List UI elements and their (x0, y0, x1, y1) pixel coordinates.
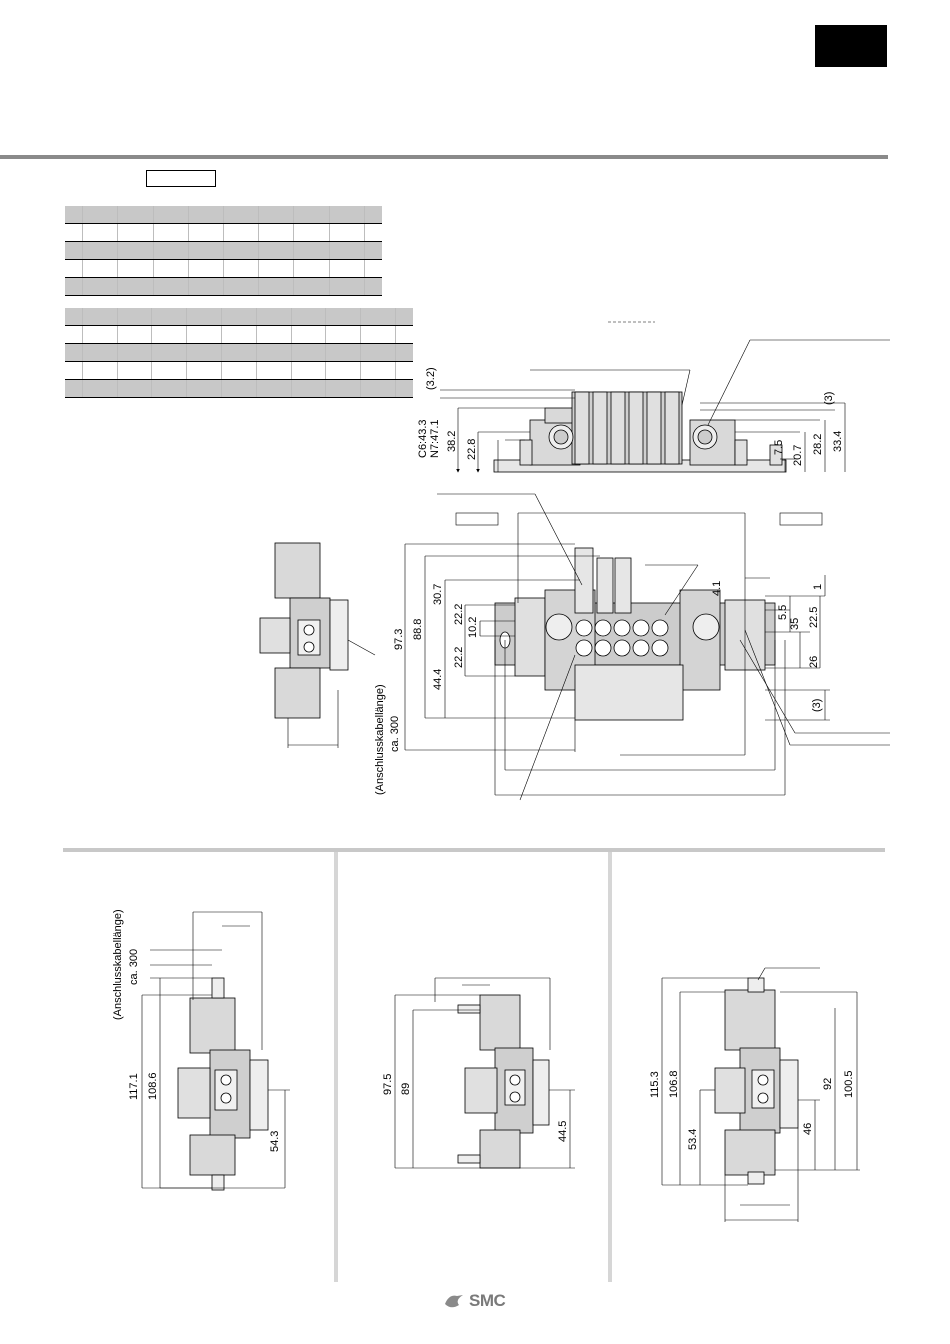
dimension-labels: (3.2) C6:43.3 N7:47.1 38.2 22.8 7.5 20.7… (112, 367, 855, 1152)
table-row (65, 206, 382, 224)
table-row (65, 361, 413, 380)
panel-2-drawing (457, 994, 550, 1169)
dim-label: N7:47.1 (429, 419, 441, 458)
panel-3-drawing (714, 977, 799, 1185)
dim-label: 100.5 (843, 1070, 855, 1098)
panel-divider-1 (334, 852, 338, 1282)
dim-label: 88.8 (412, 619, 424, 640)
smc-logo-text: SMC (469, 1291, 506, 1310)
smc-logo-icon (445, 1295, 463, 1308)
table-row (65, 325, 413, 344)
cable-length-value: ca. 300 (128, 949, 140, 985)
table-row (65, 259, 382, 278)
dim-label: 28.2 (812, 434, 824, 455)
dim-label: 30.7 (432, 584, 444, 605)
dim-label: 7.5 (773, 440, 785, 455)
cable-length-value: ca. 300 (389, 716, 401, 752)
side-view-small (259, 542, 349, 719)
dim-label: 53.4 (687, 1129, 699, 1150)
dim-label: (3) (823, 392, 835, 405)
section-divider (63, 848, 885, 852)
dim-label: 46 (802, 1123, 814, 1135)
top-elevation-view (493, 391, 787, 473)
dim-label: 106.8 (668, 1070, 680, 1098)
dim-label: 20.7 (792, 445, 804, 466)
plan-view (494, 547, 776, 721)
dim-label: 54.3 (269, 1131, 281, 1152)
table-row (65, 343, 413, 362)
cable-length-label: (Anschlusskabellänge) (374, 684, 386, 795)
dim-label: C6:43.3 (417, 419, 429, 458)
dim-label: 38.2 (446, 431, 458, 452)
dim-label: 22.5 (808, 607, 820, 628)
smc-logo: SMC (443, 1290, 506, 1312)
dim-label: 44.5 (557, 1121, 569, 1142)
dim-label: 35 (789, 618, 801, 630)
table-row (65, 241, 382, 260)
dim-label: 22.2 (453, 647, 465, 668)
label-box (146, 170, 216, 187)
table-row (65, 308, 413, 326)
dim-label: (3) (811, 699, 823, 712)
dim-label: 10.2 (467, 617, 479, 638)
dim-label: 22.8 (466, 439, 478, 460)
dim-label: 5.5 (777, 605, 789, 620)
table-row (65, 223, 382, 242)
dim-label: 4.1 (711, 581, 723, 596)
table-row (65, 379, 413, 398)
dim-label: 97.3 (393, 629, 405, 650)
dim-label: 117.1 (128, 1073, 140, 1100)
cable-length-label: (Anschlusskabellänge) (112, 909, 124, 1020)
dim-label: 115.3 (649, 1071, 661, 1098)
dim-label: 1 (812, 584, 824, 590)
dim-label: 108.6 (147, 1072, 159, 1100)
dimension-table-2 (65, 308, 413, 398)
dim-label: 92 (822, 1078, 834, 1090)
dim-label: 33.4 (832, 431, 844, 452)
dimension-table-1 (65, 206, 382, 296)
section-tab (815, 25, 887, 67)
dim-label: 89 (400, 1083, 412, 1095)
dim-label: (3.2) (425, 367, 437, 390)
panel-divider-2 (608, 852, 612, 1282)
table-row (65, 277, 382, 296)
dim-label: 97.5 (382, 1074, 394, 1095)
dim-label: 26 (808, 656, 820, 668)
panel-1-drawing (177, 977, 269, 1191)
header-rule (0, 155, 888, 159)
dim-label: 22.2 (453, 604, 465, 625)
dim-label: 44.4 (432, 669, 444, 690)
